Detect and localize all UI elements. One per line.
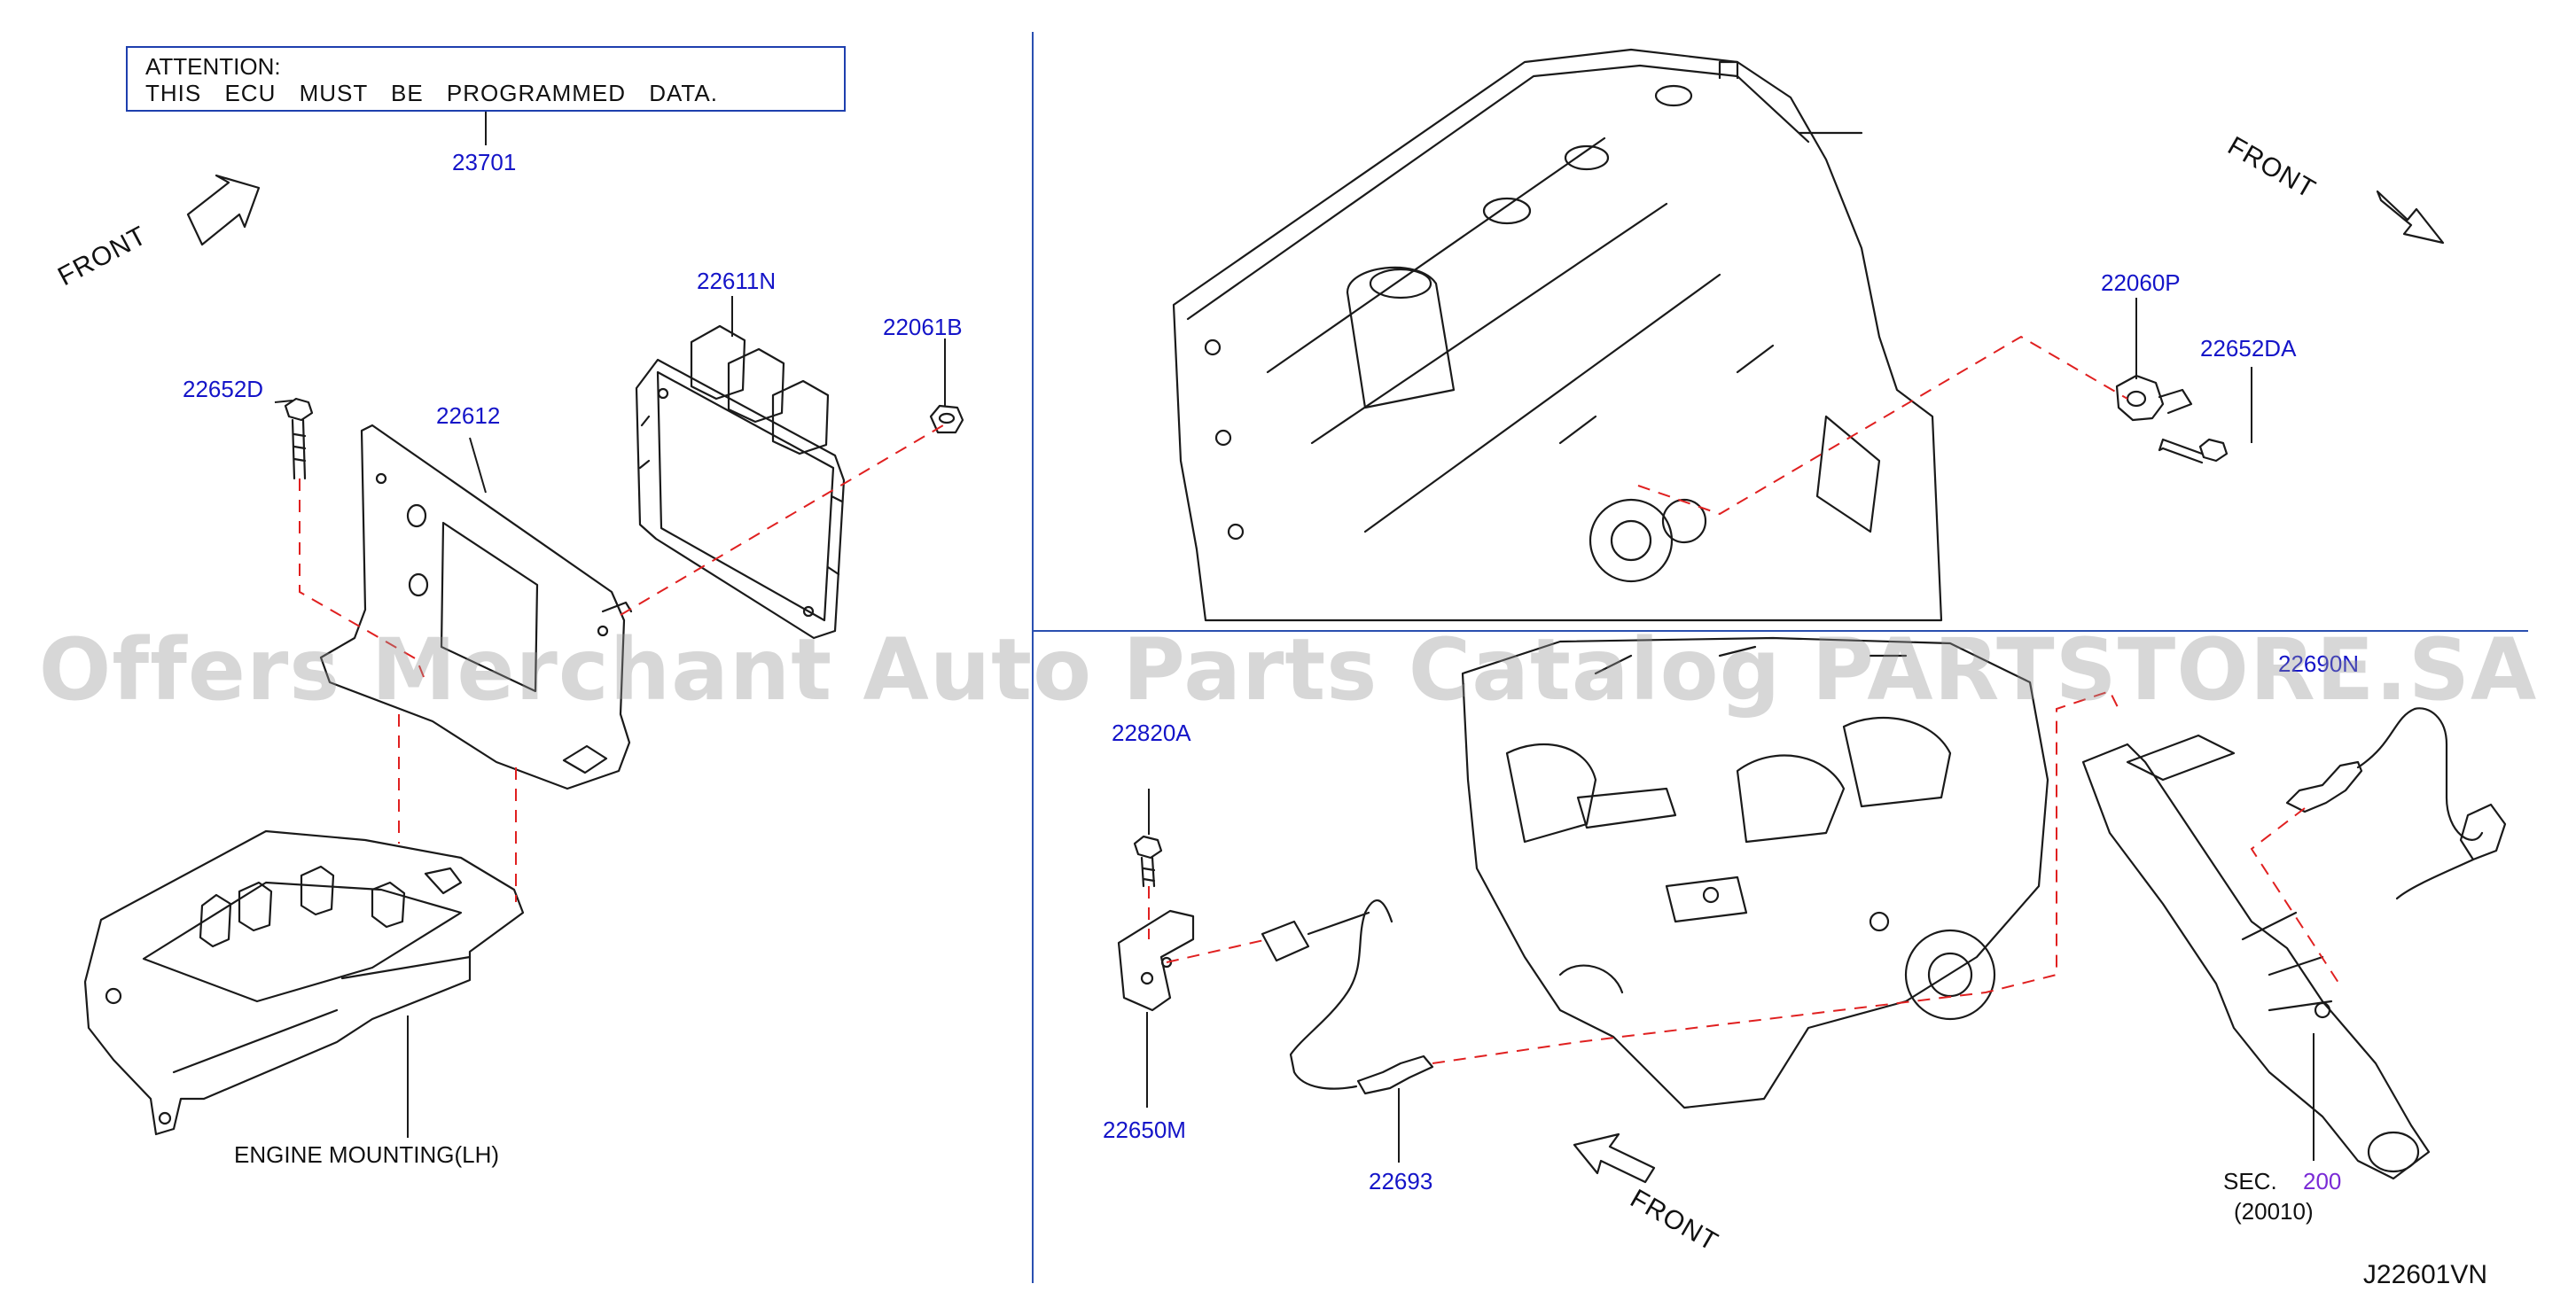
- part-link-22061b[interactable]: 22061B: [883, 314, 963, 340]
- engine-mounting-lh: [83, 829, 525, 1136]
- o2-sensor-lower: [1261, 899, 1434, 1095]
- engine-side-view: [1461, 636, 2049, 1109]
- sec-200-link[interactable]: 200: [2303, 1168, 2342, 1194]
- part-link-22612[interactable]: 22612: [436, 402, 501, 429]
- engine-mounting-label: ENGINE MOUNTING(LH): [234, 1141, 499, 1168]
- bolt-22652d: [284, 397, 314, 480]
- ecu-bracket: [319, 424, 633, 790]
- part-link-22611n[interactable]: 22611N: [697, 268, 777, 294]
- part-link-22652d[interactable]: 22652D: [183, 376, 264, 402]
- sensor-bracket: [1117, 909, 1195, 1012]
- dash-lower-sensor: [1432, 689, 2119, 1064]
- dash-upper-sensor: [2250, 807, 2341, 986]
- dash-ecu-nut: [620, 424, 944, 616]
- attention-box: ATTENTION: THIS ECU MUST BE PROGRAMMED D…: [126, 46, 846, 112]
- engine-top-view: [1172, 48, 1943, 622]
- front-arrow-right-top: [2376, 190, 2445, 245]
- part-link-23701[interactable]: 23701: [452, 149, 517, 175]
- front-arrow-bottom: [1573, 1132, 1656, 1184]
- part-link-22693[interactable]: 22693: [1369, 1168, 1433, 1194]
- sec-prefix-label: SEC.: [2223, 1168, 2277, 1194]
- leader-22652d: [274, 400, 293, 403]
- part-link-22060p[interactable]: 22060P: [2101, 269, 2181, 296]
- knock-sensor: [2115, 374, 2193, 422]
- sec-sub-label: (20010): [2234, 1198, 2314, 1225]
- attention-heading: ATTENTION:: [145, 53, 281, 80]
- bolt-22820a: [1133, 835, 1163, 888]
- part-link-22690n[interactable]: 22690N: [2278, 650, 2360, 677]
- dash-knock-sensor: [1637, 335, 2128, 516]
- attention-message: THIS ECU MUST BE PROGRAMMED DATA.: [145, 80, 718, 106]
- nut-22061b: [929, 404, 964, 434]
- bolt-22652da: [2158, 438, 2229, 464]
- o2-sensor-upper: [2285, 707, 2507, 900]
- ecu-module: [635, 324, 846, 640]
- part-link-22650m[interactable]: 22650M: [1103, 1117, 1186, 1143]
- front-arrow-left-top: [186, 174, 261, 246]
- leader-22612: [469, 437, 487, 494]
- part-link-22820a[interactable]: 22820A: [1112, 720, 1191, 746]
- part-link-22652da[interactable]: 22652DA: [2200, 335, 2297, 362]
- dash-bolt-bracket: [299, 479, 425, 678]
- catalytic-converter: [2081, 734, 2431, 1180]
- diagram-code: J22601VN: [2362, 1260, 2487, 1289]
- dash-bracket-sensor: [1148, 886, 1268, 963]
